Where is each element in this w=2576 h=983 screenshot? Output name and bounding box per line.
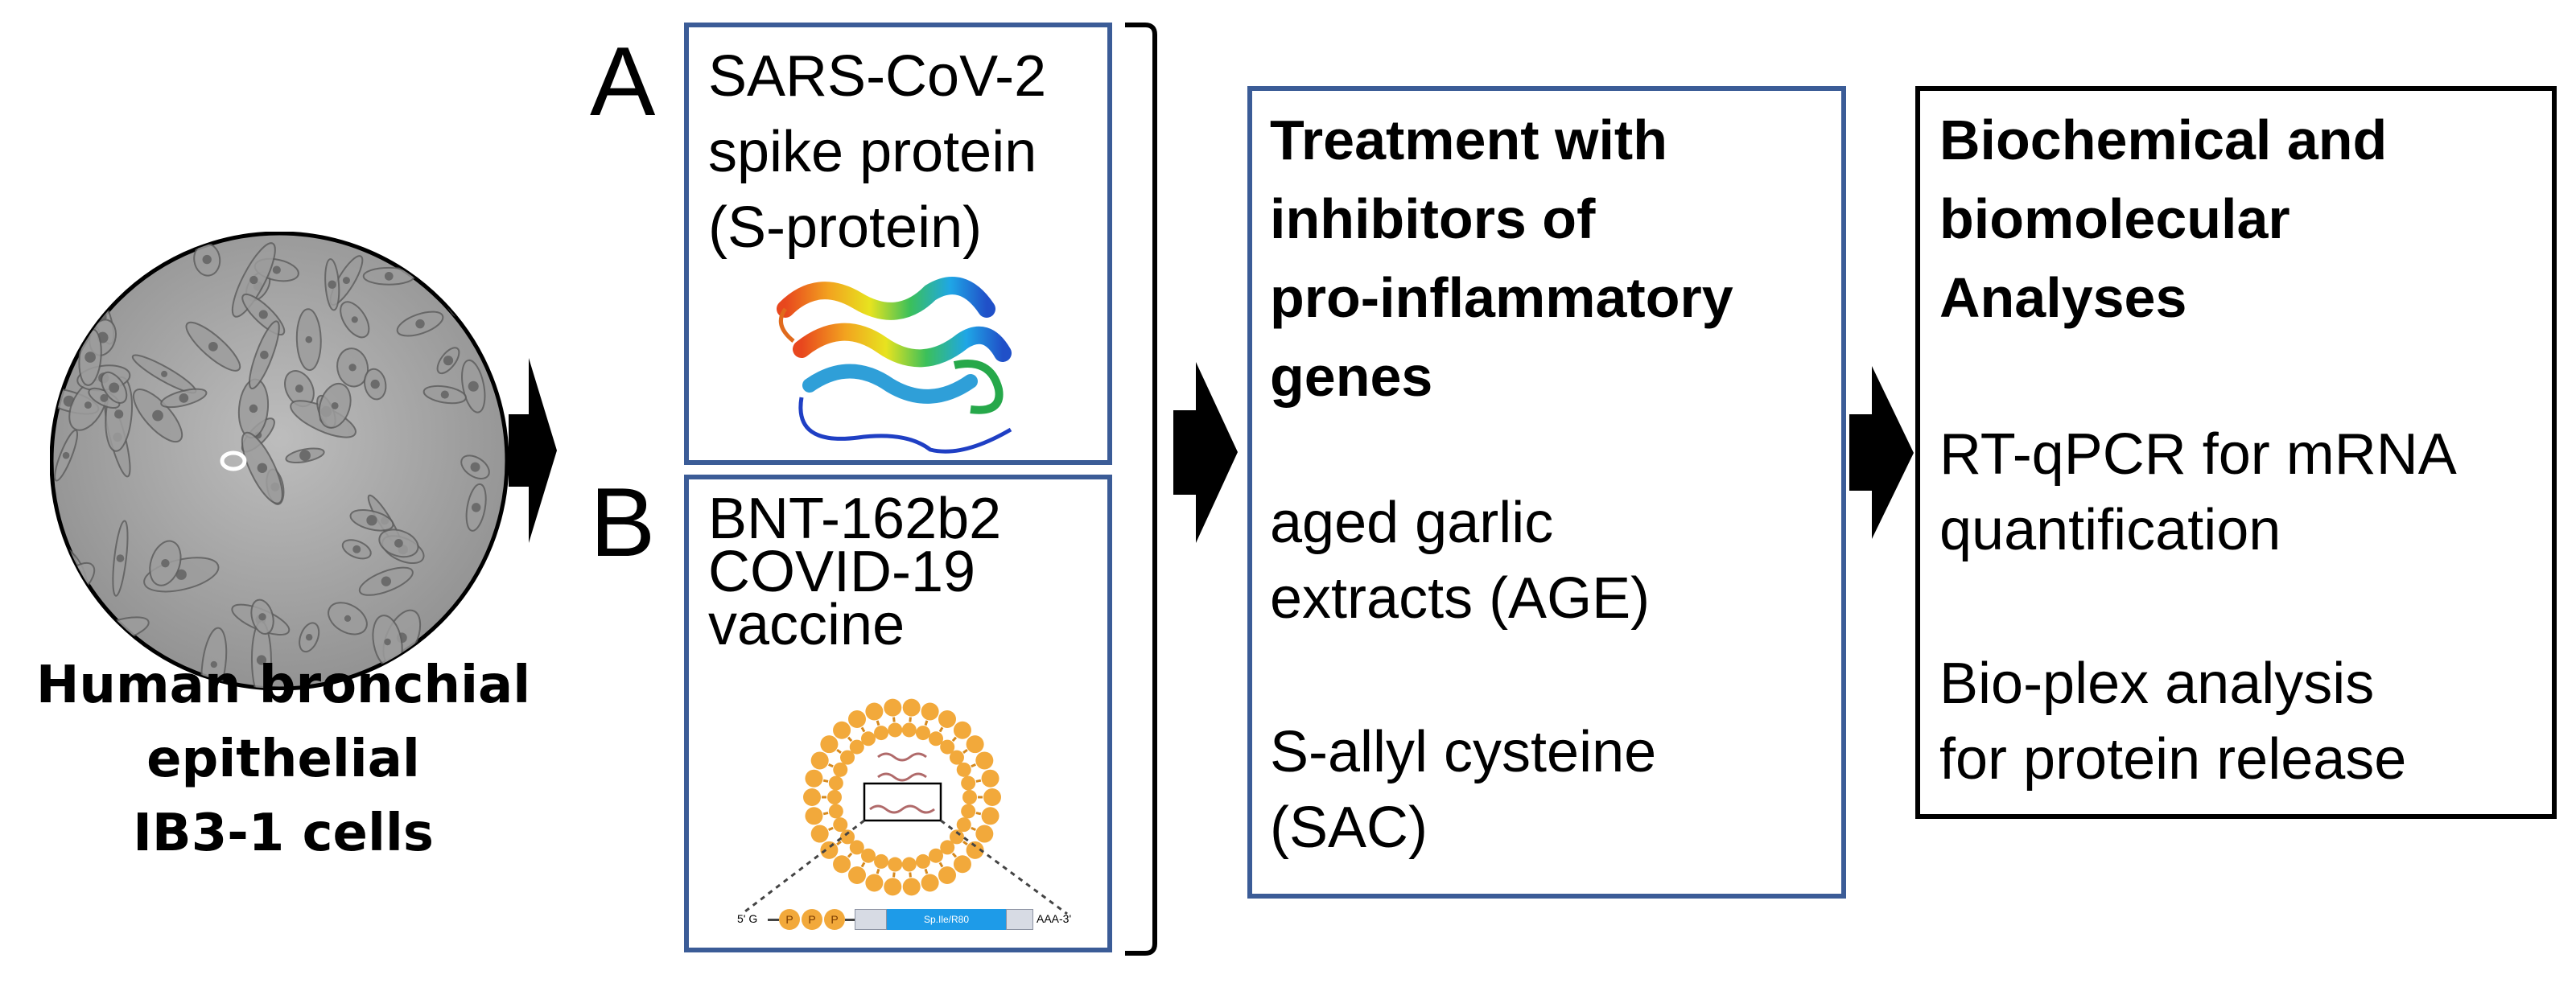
analyses-title-line-1: Biochemical and [1939, 109, 2388, 171]
cells-label-line-1: Human bronchial [35, 656, 531, 715]
lipid-nanoparticle-icon [803, 698, 1001, 896]
arrow-icon [509, 358, 557, 543]
analyses-item-1-line-1: RT-qPCR for mRNA [1939, 422, 2457, 487]
treatment-title-line-4: genes [1270, 345, 1433, 408]
panel-letter-a: A [590, 27, 656, 136]
zoom-lines [741, 819, 1068, 915]
treatment-item-1-line-1: aged garlic [1270, 491, 1554, 555]
analyses-item-2-line-1: Bio-plex analysis [1939, 652, 2375, 716]
analyses-box: Biochemical and biomolecular Analyses RT… [1915, 86, 2557, 819]
panel-letter-b: B [590, 467, 656, 577]
stimulus-box-b: BNT-162b2 COVID-19 vaccine 5' G P P P Sp… [684, 475, 1112, 952]
treatment-box: Treatment with inhibitors of pro-inflamm… [1247, 86, 1846, 899]
cells-label: Human bronchial epithelial IB3-1 cells [18, 648, 549, 870]
analyses-title-line-2: biomolecular [1939, 187, 2290, 250]
stimulus-box-a: SARS-CoV-2 spike protein (S-protein) [684, 23, 1112, 465]
stimulus-a-line-3: (S-protein) [708, 195, 983, 260]
utr-segment [855, 909, 887, 930]
treatment-title-line-1: Treatment with [1270, 109, 1667, 171]
cell-micrograph [50, 232, 509, 690]
construct-three-prime: AAA-3' [1037, 912, 1072, 925]
stimulus-a-line-2: spike protein [708, 120, 1037, 184]
gene-segment: Sp.Ile/R80 [887, 909, 1006, 930]
cap-icon: P [779, 909, 800, 930]
stimulus-b-line-3: vaccine [708, 593, 905, 657]
utr-segment [1006, 909, 1033, 930]
stimulus-b-line-2: COVID-19 [708, 540, 976, 604]
arrow-icon [1849, 366, 1914, 539]
arrow-icon [1173, 362, 1238, 543]
bracket [1125, 23, 1157, 956]
analyses-item-2-line-2: for protein release [1939, 727, 2407, 792]
mrna-construct: 5' G P P P Sp.Ile/R80 AAA-3' [737, 904, 1075, 936]
stimulus-b-line-1: BNT-162b2 [708, 487, 1002, 551]
treatment-title-line-2: inhibitors of [1270, 187, 1596, 250]
treatment-item-1-line-2: extracts (AGE) [1270, 566, 1651, 631]
cells-label-line-3: IB3-1 cells [133, 804, 434, 863]
treatment-item-2-line-1: S-allyl cysteine [1270, 720, 1657, 784]
cap-icon: P [802, 909, 822, 930]
cap-icon: P [824, 909, 845, 930]
analyses-item-1-line-2: quantification [1939, 498, 2281, 562]
cells-label-line-2: epithelial [146, 730, 420, 789]
stimulus-a-line-1: SARS-CoV-2 [708, 44, 1047, 109]
construct-five-prime: 5' G [737, 912, 758, 925]
treatment-item-2-line-2: (SAC) [1270, 796, 1428, 860]
treatment-title-line-3: pro-inflammatory [1270, 266, 1733, 329]
analyses-title-line-3: Analyses [1939, 266, 2187, 329]
protein-structure-icon [777, 277, 1012, 454]
